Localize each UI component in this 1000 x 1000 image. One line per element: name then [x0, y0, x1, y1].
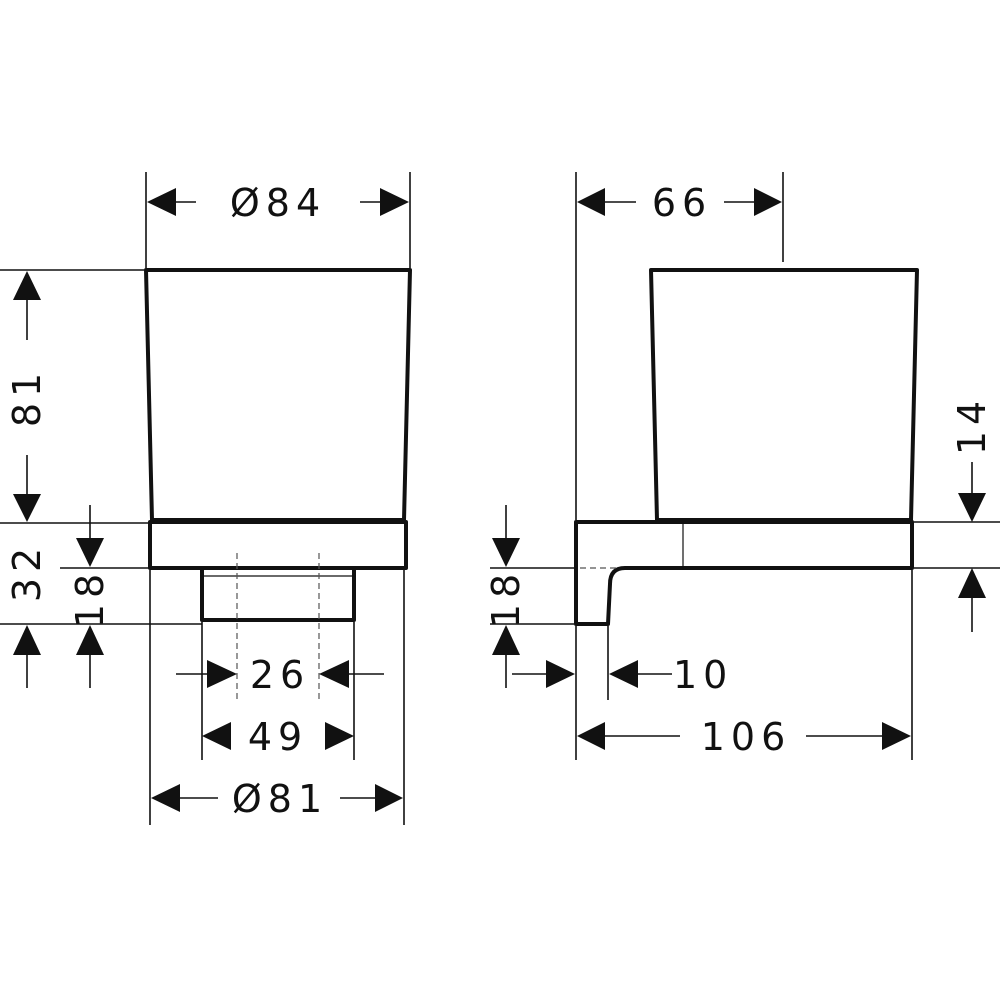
dim-total-depth: 106	[701, 715, 792, 759]
front-view: Ø84 81 32 18 26 49 Ø81	[0, 172, 412, 825]
dim-holder-height: 32	[5, 542, 49, 602]
dim-plate-height: 18	[484, 568, 528, 628]
side-holder-arm	[574, 520, 914, 626]
side-glass-outline	[649, 268, 919, 522]
dim-top-width: Ø84	[230, 181, 326, 225]
side-view: 66 14 18 10 106	[484, 172, 1000, 760]
dim-bottom-width: Ø81	[232, 777, 328, 821]
dim-depth: 66	[652, 181, 712, 225]
front-wall-base	[200, 570, 356, 622]
dim-plate-thickness: 10	[673, 653, 733, 697]
front-glass-outline	[144, 268, 412, 522]
dim-base-width: 49	[248, 715, 308, 759]
dim-height: 81	[5, 367, 49, 427]
dim-inner-spacing: 26	[250, 653, 310, 697]
front-holder-ring	[148, 520, 408, 570]
dim-insertion: 14	[950, 395, 994, 455]
dim-base-height: 18	[68, 568, 112, 628]
